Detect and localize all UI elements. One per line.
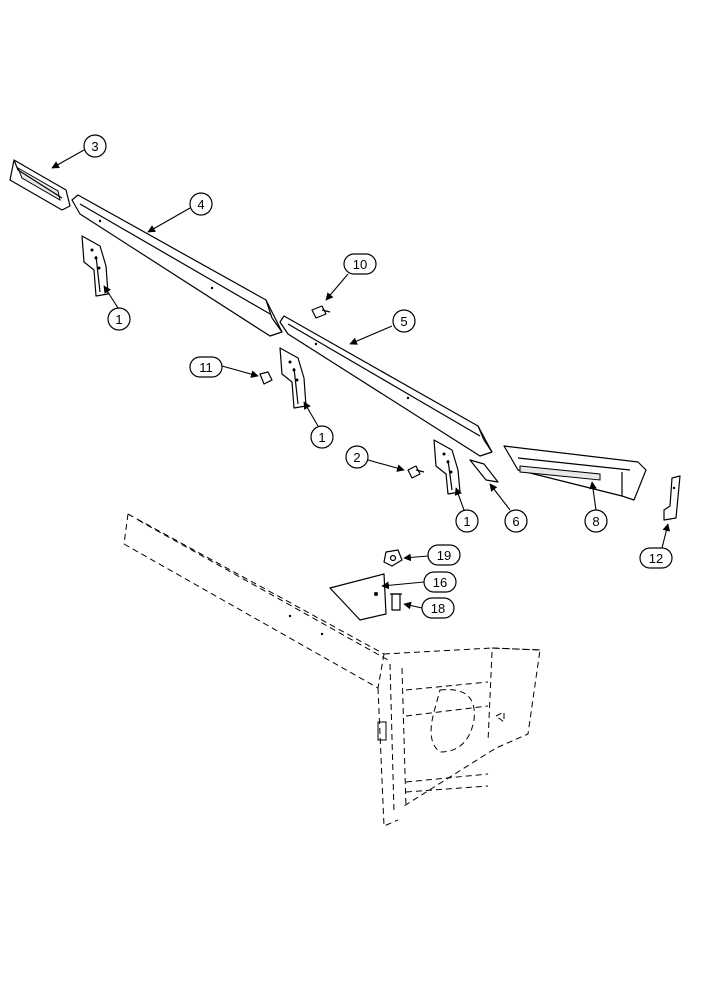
svg-text:1: 1 — [463, 514, 470, 529]
part-18-bolt — [390, 593, 402, 611]
callout-10: 10 — [325, 253, 377, 301]
svg-text:2: 2 — [353, 450, 360, 465]
part-19-nut — [383, 549, 403, 567]
part-1-bracket-a — [81, 235, 109, 297]
part-3-end-cap — [9, 159, 71, 211]
svg-text:5: 5 — [400, 314, 407, 329]
part-11-nut — [259, 371, 273, 385]
callout-16: 16 — [381, 571, 457, 593]
part-1-bracket-b — [279, 347, 307, 409]
part-6-plate — [469, 459, 499, 483]
svg-text:1: 1 — [115, 312, 122, 327]
svg-text:3: 3 — [91, 139, 98, 154]
part-10-bolt — [311, 305, 331, 319]
part-5-lower-rail — [279, 315, 493, 457]
callout-19: 19 — [403, 544, 461, 566]
part-16-plate — [329, 573, 387, 621]
callout-5: 5 — [349, 309, 416, 345]
svg-text:1: 1 — [318, 430, 325, 445]
svg-text:8: 8 — [592, 514, 599, 529]
callout-3: 3 — [51, 134, 107, 169]
header-frame-outline — [123, 513, 541, 827]
svg-text:18: 18 — [431, 601, 445, 616]
callout-1-b: 1 — [303, 401, 334, 449]
callout-1-a: 1 — [103, 285, 131, 331]
callout-4: 4 — [147, 192, 213, 233]
callout-2: 2 — [345, 445, 405, 472]
callout-6: 6 — [489, 483, 528, 533]
svg-text:12: 12 — [649, 551, 663, 566]
svg-text:19: 19 — [437, 548, 451, 563]
svg-text:4: 4 — [197, 197, 204, 212]
part-12-bracket — [663, 475, 681, 521]
callout-1-c: 1 — [454, 487, 479, 533]
part-2-bolt — [407, 465, 425, 479]
callout-8: 8 — [584, 481, 608, 533]
part-4-upper-rail — [71, 194, 283, 337]
part-1-bracket-c — [433, 439, 461, 495]
callout-18: 18 — [403, 597, 455, 619]
part-8-deflector — [503, 445, 647, 501]
svg-text:16: 16 — [433, 575, 447, 590]
svg-text:6: 6 — [512, 514, 519, 529]
callout-12: 12 — [639, 523, 673, 569]
callout-11: 11 — [189, 356, 259, 378]
svg-text:11: 11 — [199, 360, 213, 375]
svg-text:10: 10 — [353, 257, 367, 272]
